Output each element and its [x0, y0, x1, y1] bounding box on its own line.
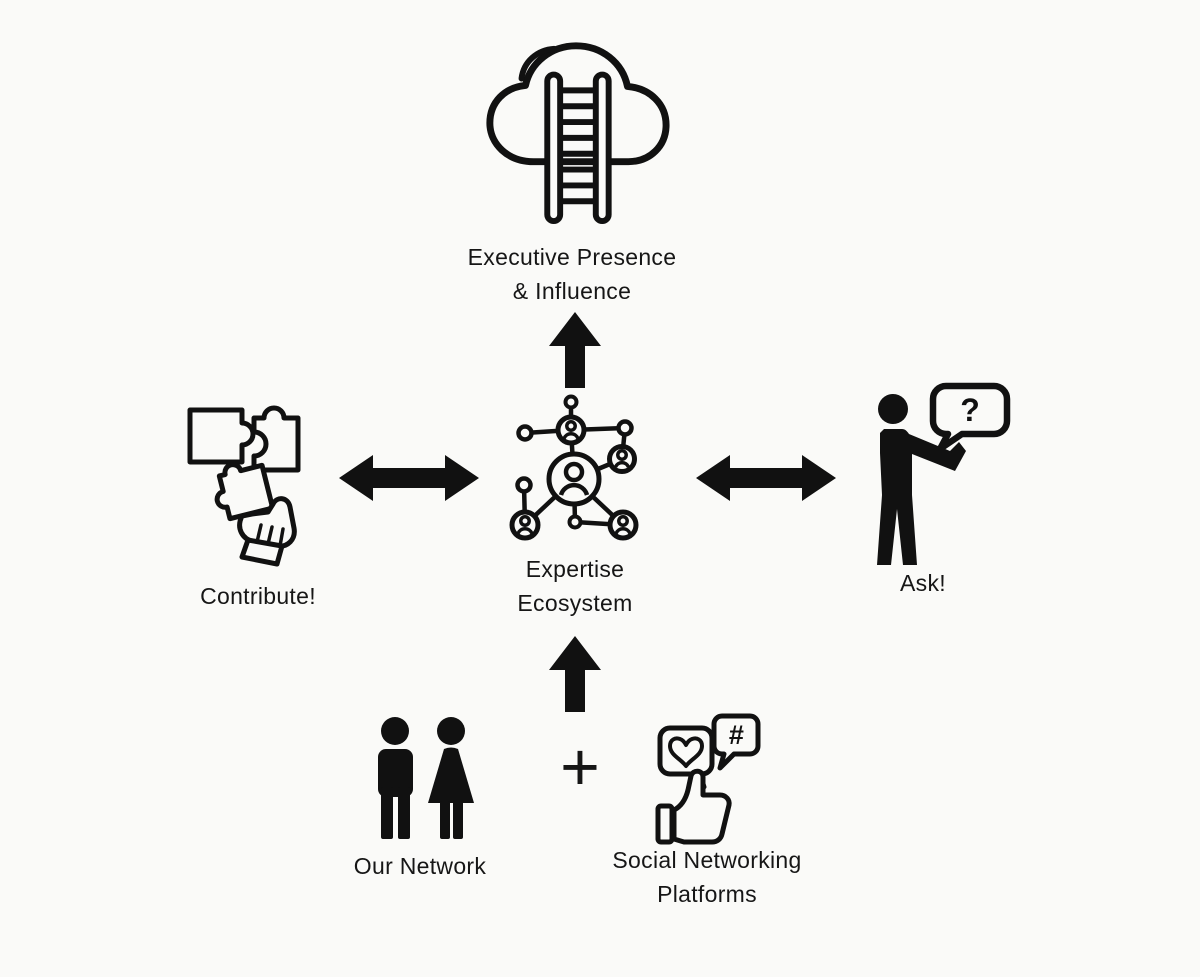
our-network-label: Our Network	[353, 853, 487, 879]
cloud-outline	[486, 42, 670, 166]
question-mark: ?	[960, 392, 980, 428]
ladder-rungs	[560, 87, 596, 205]
ladder-rail-left	[544, 71, 564, 225]
executive-presence-label-line1: Executive Presence	[467, 244, 677, 270]
network-people	[516, 420, 632, 535]
sleeve-cuff	[239, 537, 285, 567]
question-bubble	[929, 382, 1011, 453]
person-head	[878, 394, 908, 424]
puzzle-hand-icon	[187, 405, 301, 567]
arrow-double-ecosystem-ask	[696, 455, 836, 501]
social-platforms-label-line2: Platforms	[657, 881, 757, 907]
people-network-icon	[509, 394, 639, 541]
arrow-up-ecosystem-to-executive	[549, 312, 601, 388]
woman-figure	[428, 717, 474, 839]
ladder-rail-right	[592, 71, 612, 225]
person-question-icon: ?	[877, 382, 1011, 565]
cloud-puff-arc	[518, 45, 558, 82]
executive-presence-label: Executive Presence & Influence	[392, 240, 752, 308]
puzzle-piece-top-left	[187, 407, 256, 465]
social-platforms-label: Social Networking Platforms	[577, 843, 837, 911]
arrow-shape	[549, 636, 601, 712]
contribute-label: Contribute!	[200, 583, 316, 609]
finger-lines	[255, 523, 285, 548]
executive-presence-label-line2: & Influence	[512, 278, 632, 304]
man-figure	[378, 717, 413, 839]
ecosystem-label: Expertise Ecosystem	[475, 552, 675, 620]
arrow-shape	[696, 455, 836, 501]
social-platforms-label-line1: Social Networking	[612, 847, 802, 873]
arrow-shape	[549, 312, 601, 388]
ecosystem-label-line1: Expertise	[525, 556, 625, 582]
man-woman-icon	[378, 717, 474, 839]
ecosystem-label-line2: Ecosystem	[517, 590, 633, 616]
hashtag-bubble	[711, 713, 761, 771]
cloud-ladder-icon	[486, 42, 670, 225]
thumbs-up-bubbles-icon: #	[655, 713, 761, 845]
thumbs-up	[655, 768, 732, 845]
arrow-double-contribute-ecosystem	[339, 455, 479, 501]
heart-icon	[668, 736, 704, 768]
person-body	[877, 429, 966, 565]
arrow-shape	[339, 455, 479, 501]
arrow-up-inputs-to-ecosystem	[549, 636, 601, 712]
ask-label: Ask!	[900, 570, 946, 596]
hashtag-glyph: #	[728, 720, 743, 750]
plus-connector: +	[560, 729, 600, 805]
network-nodes	[509, 394, 639, 541]
puzzle-piece-top-right	[251, 405, 301, 473]
